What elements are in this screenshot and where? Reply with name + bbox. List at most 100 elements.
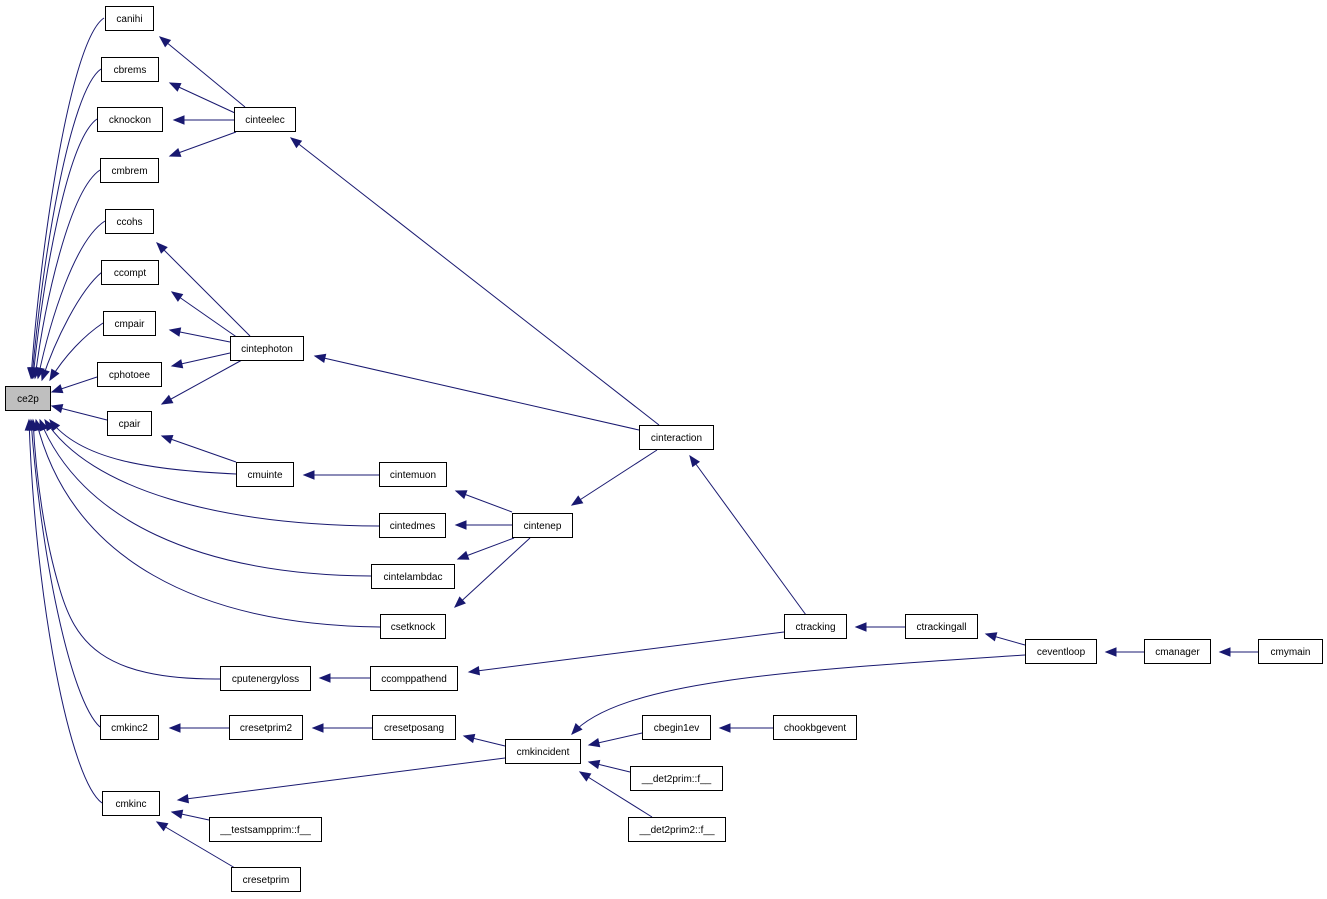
node-box-cmpair[interactable] bbox=[103, 311, 156, 336]
node-box-cmbrem[interactable] bbox=[100, 158, 159, 183]
edge-ceventloop-cmkincident-arrowhead bbox=[571, 723, 583, 735]
node-box-cinteraction[interactable] bbox=[639, 425, 714, 450]
node-box-testsampprim[interactable] bbox=[209, 817, 322, 842]
node-ccompt[interactable]: ccompt bbox=[101, 260, 159, 285]
node-box-cresetprim[interactable] bbox=[231, 867, 301, 892]
node-box-ceventloop[interactable] bbox=[1025, 639, 1097, 664]
edge-cintenep-cintelambdac-arrowhead bbox=[456, 550, 470, 560]
node-label-cknockon: cknockon bbox=[109, 115, 151, 126]
node-box-cmkincident[interactable] bbox=[505, 739, 581, 764]
node-cintelambdac[interactable]: cintelambdac bbox=[371, 564, 455, 589]
node-cintedmes[interactable]: cintedmes bbox=[379, 513, 446, 538]
node-cmkinc[interactable]: cmkinc bbox=[102, 791, 160, 816]
edge-cmkincident-cmkinc-arrowhead bbox=[176, 793, 190, 804]
node-ctracking[interactable]: ctracking bbox=[784, 614, 847, 639]
node-box-cpair[interactable] bbox=[107, 411, 152, 436]
edge-ccomppathend-cputenergyloss-arrowhead bbox=[318, 673, 331, 683]
node-cinteelec[interactable]: cinteelec bbox=[234, 107, 296, 132]
node-canihi[interactable]: canihi bbox=[105, 6, 154, 31]
node-cmymain[interactable]: cmymain bbox=[1258, 639, 1323, 664]
node-ce2p[interactable]: ce2p bbox=[5, 386, 51, 411]
edge-cintemuon-cmuinte-arrowhead bbox=[302, 470, 315, 480]
node-cintephoton[interactable]: cintephoton bbox=[230, 336, 304, 361]
node-det2prim2[interactable]: __det2prim2::f__ bbox=[628, 817, 726, 842]
node-box-cputenergyloss[interactable] bbox=[220, 666, 311, 691]
node-box-cmanager[interactable] bbox=[1144, 639, 1211, 664]
node-cresetprim[interactable]: cresetprim bbox=[231, 867, 301, 892]
node-box-cinteelec[interactable] bbox=[234, 107, 296, 132]
node-box-cbegin1ev[interactable] bbox=[642, 715, 711, 740]
node-box-cresetposang[interactable] bbox=[372, 715, 456, 740]
node-box-cresetprim2[interactable] bbox=[229, 715, 303, 740]
node-box-cmymain[interactable] bbox=[1258, 639, 1323, 664]
graph-arrowheads bbox=[24, 36, 1231, 832]
node-chookbgevent[interactable]: chookbgevent bbox=[773, 715, 857, 740]
edge-ccompt-ce2p-arrowhead bbox=[40, 368, 50, 382]
node-cknockon[interactable]: cknockon bbox=[97, 107, 163, 132]
node-ceventloop[interactable]: ceventloop bbox=[1025, 639, 1097, 664]
node-cmanager[interactable]: cmanager bbox=[1144, 639, 1211, 664]
edge-cintephoton-ccohs bbox=[156, 242, 251, 337]
node-cinteraction[interactable]: cinteraction bbox=[639, 425, 714, 450]
node-cmbrem[interactable]: cmbrem bbox=[100, 158, 159, 183]
node-box-cintenep[interactable] bbox=[512, 513, 573, 538]
node-cmuinte[interactable]: cmuinte bbox=[236, 462, 294, 487]
node-box-ccompt[interactable] bbox=[101, 260, 159, 285]
node-box-ce2p[interactable] bbox=[5, 386, 51, 411]
edge-cinteelec-cbrems bbox=[169, 82, 236, 114]
node-ccohs[interactable]: ccohs bbox=[105, 209, 154, 234]
node-cresetposang[interactable]: cresetposang bbox=[372, 715, 456, 740]
node-cresetprim2[interactable]: cresetprim2 bbox=[229, 715, 303, 740]
node-cmkinc2[interactable]: cmkinc2 bbox=[100, 715, 159, 740]
edge-cinteraction-cintenep bbox=[571, 449, 658, 506]
node-cphotoee[interactable]: cphotoee bbox=[97, 362, 162, 387]
node-label-det2prim2: __det2prim2::f__ bbox=[638, 825, 714, 836]
node-label-csetknock: csetknock bbox=[391, 622, 436, 633]
node-cmpair[interactable]: cmpair bbox=[103, 311, 156, 336]
node-label-canihi: canihi bbox=[116, 14, 142, 25]
edge-chookbgevent-cbegin1ev-arrowhead bbox=[718, 723, 731, 733]
edge-cmuinte-cpair bbox=[161, 435, 237, 463]
node-box-chookbgevent[interactable] bbox=[773, 715, 857, 740]
node-box-cbrems[interactable] bbox=[101, 57, 159, 82]
node-box-ccohs[interactable] bbox=[105, 209, 154, 234]
node-csetknock[interactable]: csetknock bbox=[380, 614, 446, 639]
node-label-cintedmes: cintedmes bbox=[390, 521, 436, 532]
edge-cinteelec-cmbrem bbox=[169, 131, 237, 157]
node-box-csetknock[interactable] bbox=[380, 614, 446, 639]
node-box-det2prim[interactable] bbox=[630, 766, 723, 791]
node-box-cintephoton[interactable] bbox=[230, 336, 304, 361]
node-box-cmkinc2[interactable] bbox=[100, 715, 159, 740]
node-ccomppathend[interactable]: ccomppathend bbox=[370, 666, 458, 691]
node-cpair[interactable]: cpair bbox=[107, 411, 152, 436]
node-box-cintemuon[interactable] bbox=[379, 462, 447, 487]
edge-cresetprim2-cmkinc2-arrowhead bbox=[168, 723, 181, 733]
node-box-ctrackingall[interactable] bbox=[905, 614, 978, 639]
node-cbegin1ev[interactable]: cbegin1ev bbox=[642, 715, 711, 740]
node-cintenep[interactable]: cintenep bbox=[512, 513, 573, 538]
node-det2prim[interactable]: __det2prim::f__ bbox=[630, 766, 723, 791]
node-label-cintephoton: cintephoton bbox=[241, 344, 293, 355]
node-label-ccompt: ccompt bbox=[114, 268, 146, 279]
node-box-cintelambdac[interactable] bbox=[371, 564, 455, 589]
edge-cmuinte-ce2p bbox=[49, 419, 237, 475]
edge-cintephoton-cpair bbox=[161, 359, 243, 405]
node-box-cmkinc[interactable] bbox=[102, 791, 160, 816]
node-label-ccomppathend: ccomppathend bbox=[381, 674, 447, 685]
node-box-ctracking[interactable] bbox=[784, 614, 847, 639]
node-box-cintedmes[interactable] bbox=[379, 513, 446, 538]
node-box-cknockon[interactable] bbox=[97, 107, 163, 132]
node-cintemuon[interactable]: cintemuon bbox=[379, 462, 447, 487]
node-box-cmuinte[interactable] bbox=[236, 462, 294, 487]
node-cmkincident[interactable]: cmkincident bbox=[505, 739, 581, 764]
node-ctrackingall[interactable]: ctrackingall bbox=[905, 614, 978, 639]
node-testsampprim[interactable]: __testsampprim::f__ bbox=[209, 817, 322, 842]
edge-cputenergyloss-ce2p bbox=[32, 419, 221, 680]
node-cputenergyloss[interactable]: cputenergyloss bbox=[220, 666, 311, 691]
node-box-cphotoee[interactable] bbox=[97, 362, 162, 387]
node-box-canihi[interactable] bbox=[105, 6, 154, 31]
node-box-det2prim2[interactable] bbox=[628, 817, 726, 842]
edge-cresetprim-cmkinc-arrowhead bbox=[155, 821, 169, 832]
node-box-ccomppathend[interactable] bbox=[370, 666, 458, 691]
node-cbrems[interactable]: cbrems bbox=[101, 57, 159, 82]
